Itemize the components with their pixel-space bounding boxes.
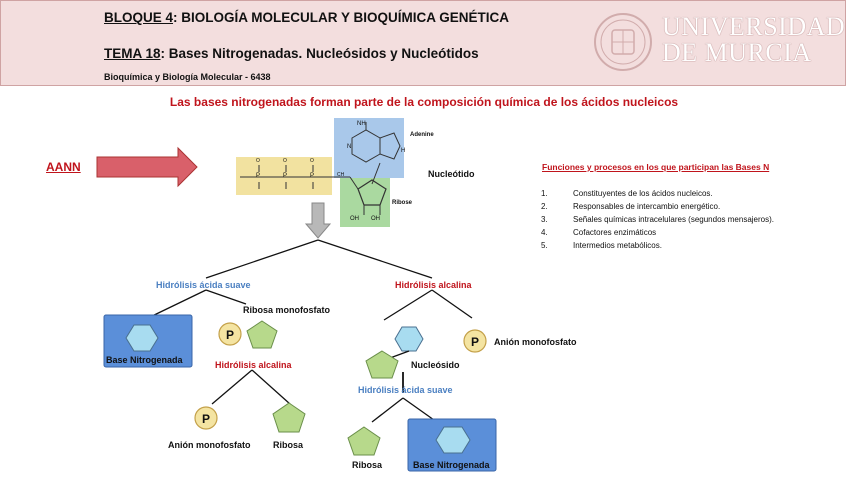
pentagon-icon-bottom-left (272, 402, 306, 433)
header-banner (0, 0, 846, 86)
phosphate-circle-bottom (194, 406, 218, 430)
headline: Las bases nitrogenadas forman parte de l… (169, 95, 679, 109)
o-atom-label-1: O (256, 158, 260, 164)
nucleotido-label: Nucleótido (428, 169, 475, 179)
phosphate-circle-left (218, 322, 242, 346)
base-nitrogenada-label-right: Base Nitrogenada (413, 460, 490, 470)
ribose-label: Ribose (392, 200, 413, 206)
tema-title: TEMA 18: Bases Nitrogenadas. Nucleósidos… (104, 46, 479, 61)
p-label-bottom: P (202, 412, 211, 426)
nucleosido-label: Nucleósido (411, 360, 460, 370)
bloque-text: : BIOLOGÍA MOLECULAR Y BIOQUÍMICA GENÉTI… (173, 10, 510, 25)
anion-monofosfato-label: Anión monofosfato (168, 440, 251, 450)
p-atom-label-1: P (256, 173, 261, 179)
hexagon-icon-nucleoside (394, 326, 424, 352)
pentagon-icon-bottom-right (347, 426, 381, 456)
list-item: 5.Intermedios metabólicos. (541, 241, 662, 250)
hexagon-icon-left (125, 324, 159, 352)
university-logo-text: UNIVERSIDAD DE MURCIA (662, 14, 845, 66)
ribosa-label-2: Ribosa (352, 460, 383, 470)
pentagon-icon-left (246, 320, 278, 349)
aann-label: AANN (46, 160, 81, 174)
h-atom-label: H (401, 148, 406, 154)
functions-title: Funciones y procesos en los que particip… (542, 162, 770, 172)
alkaline-label-2: Hidrólisis alcalina (215, 360, 292, 370)
list-item: 4.Cofactores enzimáticos (541, 228, 657, 237)
list-item: 2.Responsables de intercambio energético… (541, 202, 721, 211)
gray-down-arrow-icon (304, 202, 332, 239)
n-atom-label: N (347, 144, 352, 150)
p-atom-label-2: P (283, 173, 288, 179)
anion-monofosfato-label-right: Anión monofosfato (494, 337, 577, 347)
course-code: Bioquímica y Biología Molecular - 6438 (104, 72, 271, 82)
ch2-label: CH (337, 172, 345, 178)
bloque-title: BLOQUE 4: BIOLOGÍA MOLECULAR Y BIOQUÍMIC… (104, 10, 509, 25)
adenine-region (334, 118, 404, 178)
o-atom-label-3: O (310, 158, 314, 164)
ribose-monophosphate-label: Ribosa monofosfato (243, 305, 330, 315)
list-item: 1.Constituyentes de los ácidos nucleicos… (541, 189, 713, 198)
logo-line-1: UNIVERSIDAD (662, 12, 846, 41)
acid-mild-label-2: Hidrólisis ácida suave (358, 385, 453, 395)
pentagon-icon-nucleoside (365, 350, 399, 379)
oh-label-1: OH (350, 216, 359, 222)
oh-label-2: OH (371, 216, 380, 222)
adenine-label: Adenine (410, 132, 434, 138)
phosphate-region (236, 157, 332, 195)
list-item: 3.Señales químicas intracelulares (segun… (541, 215, 774, 224)
alkaline-label: Hidrólisis alcalina (395, 280, 472, 290)
logo-line-2: DE MURCIA (662, 38, 812, 67)
nucleotide-structure (236, 118, 404, 227)
hexagon-icon-right (435, 426, 471, 454)
bloque-label: BLOQUE 4 (104, 10, 174, 25)
ribosa-label: Ribosa (273, 440, 304, 450)
phosphate-circle-right (463, 329, 487, 353)
p-label-left: P (226, 328, 235, 342)
functions-list: 1.Constituyentes de los ácidos nucleicos… (541, 187, 774, 252)
acid-mild-label: Hidrólisis ácida suave (156, 280, 251, 290)
tema-text: : Bases Nitrogenadas. Nucleósidos y Nucl… (160, 46, 479, 61)
tema-label: TEMA 18 (104, 46, 161, 61)
base-nitrogenada-label-left: Base Nitrogenada (106, 355, 183, 365)
red-arrow-icon (96, 146, 198, 188)
ribose-region (340, 178, 390, 227)
p-atom-label-3: P (310, 173, 315, 179)
p-label-right: P (471, 335, 480, 349)
nh2-label: NH (357, 121, 366, 127)
o-atom-label-2: O (283, 158, 287, 164)
